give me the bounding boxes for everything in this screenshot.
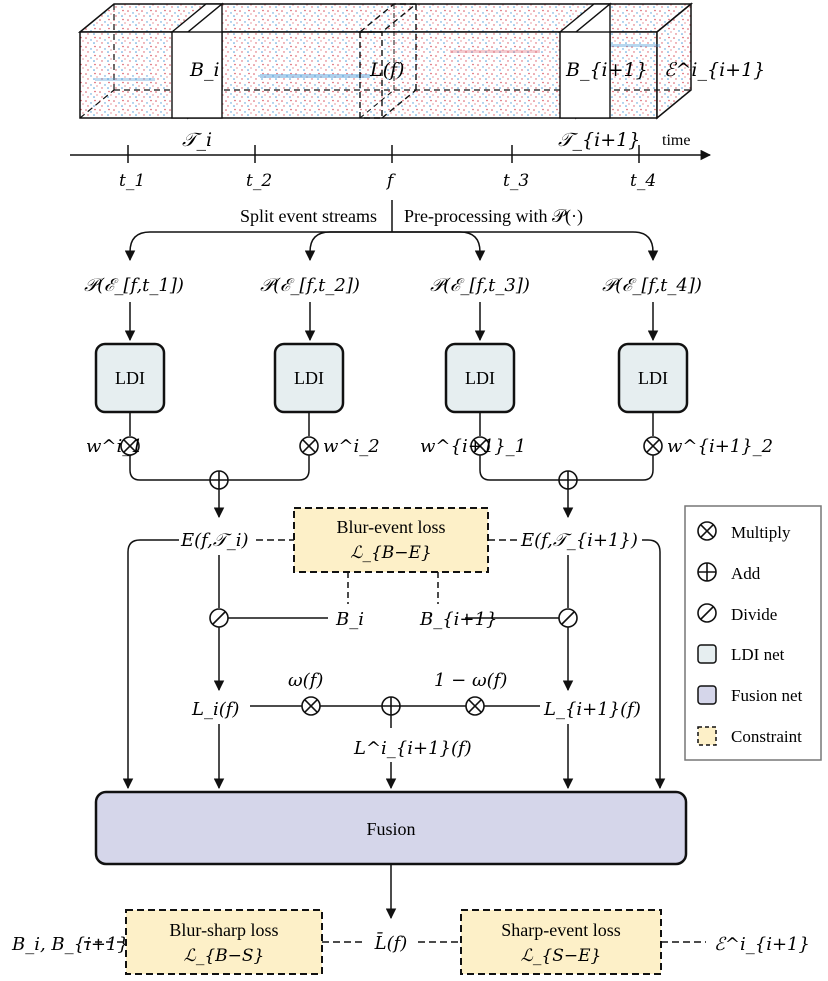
legend-label-add: Add <box>731 564 761 583</box>
weight-omega: ω(f) <box>288 670 323 691</box>
divide-icon <box>697 603 717 623</box>
slab-label-mid: L(f) <box>369 59 404 81</box>
legend-label-multiply: Multiply <box>731 523 791 542</box>
multiply-icon <box>299 436 319 456</box>
blur-input-right: B_{i+1} <box>419 609 497 630</box>
add-icon <box>209 470 229 490</box>
input-label-4: 𝒫(ℰ_[f,t_4]) <box>602 275 702 296</box>
sum-nodes <box>209 470 578 490</box>
sharp-event-loss-symbol: ℒ_{S−E} <box>521 946 602 966</box>
tick-t4: t_4 <box>630 171 656 191</box>
event-integral-right: E(f,𝒯_{i+1}) <box>520 530 638 551</box>
add-icon <box>697 562 717 582</box>
latent-blend: L^i_{i+1}(f) <box>353 738 472 759</box>
blur-frame-slab-left <box>170 2 224 120</box>
blur-event-loss: Blur-event loss ℒ_{B−E} <box>256 507 520 604</box>
output-left-inputs: B_i, B_{i+1} <box>11 934 129 955</box>
volume-events-label: ℰ^i_{i+1} <box>664 59 765 81</box>
blur-sharp-loss-box <box>125 909 323 975</box>
weight-label-2: w^i_2 <box>323 436 380 457</box>
multiply-icon <box>301 696 321 716</box>
blur-event-loss-symbol: ℒ_{B−E} <box>350 543 432 563</box>
event-volume: B_i L(f) B_{i+1} ℰ^i_{i+1} <box>77 2 765 120</box>
legend-label-fusion: Fusion net <box>731 686 803 705</box>
blur-event-loss-title: Blur-event loss <box>336 517 445 537</box>
split-caption: Split event streams <box>240 206 377 226</box>
ldi-label-1: LDI <box>115 368 145 388</box>
output-frame: L̄(f) <box>374 931 408 954</box>
multiply-icon <box>465 696 485 716</box>
timeline: 𝒯_i 𝒯_{i+1} time t_1 t_2 f t_3 t_4 <box>70 129 712 191</box>
split-stage: Split event streams Pre-processing with … <box>124 200 659 262</box>
weight-label-3: w^{i+1}_1 <box>420 436 526 457</box>
ldi-label-3: LDI <box>465 368 495 388</box>
fusion-label: Fusion <box>366 819 415 839</box>
tick-t3: t_3 <box>503 171 529 191</box>
multiply-icon <box>697 521 717 541</box>
preprocess-caption: Pre-processing with 𝒫(·) <box>404 206 583 227</box>
fusion-net-swatch <box>697 685 717 705</box>
skip-connections <box>122 539 666 790</box>
event-integral-left: E(f,𝒯_i) <box>180 530 248 551</box>
legend-frame <box>684 505 822 761</box>
latent-left: L_i(f) <box>191 699 239 720</box>
weight-one-minus-omega: 1 − ω(f) <box>434 670 507 691</box>
blur-sharp-loss-title: Blur-sharp loss <box>169 920 278 940</box>
sharp-event-loss-title: Sharp-event loss <box>501 920 620 940</box>
legend-label-constraint: Constraint <box>731 727 802 746</box>
constraint-swatch <box>697 726 717 746</box>
blur-sharp-loss-symbol: ℒ_{B−S} <box>184 946 265 966</box>
add-icon <box>381 696 401 716</box>
ldi-net-swatch <box>697 644 717 664</box>
blur-frame-slab-right <box>558 2 612 120</box>
slab-label-left: B_i <box>189 59 220 81</box>
divide-icon <box>558 608 578 628</box>
tick-f: f <box>385 171 396 191</box>
output-row: B_i, B_{i+1} Blur-sharp loss ℒ_{B−S} L̄(… <box>11 909 810 975</box>
ldi-label-2: LDI <box>294 368 324 388</box>
divide-icon <box>209 608 229 628</box>
legend-label-ldi: LDI net <box>731 645 785 664</box>
legend: Multiply Add Divide LDI net Fusion net C… <box>684 505 822 761</box>
tick-t1: t_1 <box>119 171 145 191</box>
ldi-stage: 𝒫(ℰ_[f,t_1]) 𝒫(ℰ_[f,t_2]) 𝒫(ℰ_[f,t_3]) 𝒫… <box>84 275 702 436</box>
legend-label-divide: Divide <box>731 605 777 624</box>
interval-label-left: 𝒯_i <box>182 129 212 151</box>
input-label-2: 𝒫(ℰ_[f,t_2]) <box>260 275 360 296</box>
add-icon <box>558 470 578 490</box>
time-axis-label: time <box>662 132 690 149</box>
interval-label-right: 𝒯_{i+1} <box>558 129 640 151</box>
tick-t2: t_2 <box>246 171 272 191</box>
output-right-events: ℰ^i_{i+1} <box>714 934 810 955</box>
input-label-3: 𝒫(ℰ_[f,t_3]) <box>430 275 530 296</box>
multiply-icon <box>643 436 663 456</box>
latent-frame-slab <box>358 3 418 119</box>
blend-nodes <box>301 696 485 716</box>
blur-input-left: B_i <box>335 609 364 630</box>
slab-label-right: B_{i+1} <box>565 59 648 81</box>
input-label-1: 𝒫(ℰ_[f,t_1]) <box>84 275 184 296</box>
weight-label-1: w^i_1 <box>86 436 143 457</box>
latent-right: L_{i+1}(f) <box>543 699 641 720</box>
ldi-label-4: LDI <box>638 368 668 388</box>
blur-event-loss-box <box>293 507 489 573</box>
weight-label-4: w^{i+1}_2 <box>667 436 773 457</box>
weight-multipliers <box>120 436 663 456</box>
